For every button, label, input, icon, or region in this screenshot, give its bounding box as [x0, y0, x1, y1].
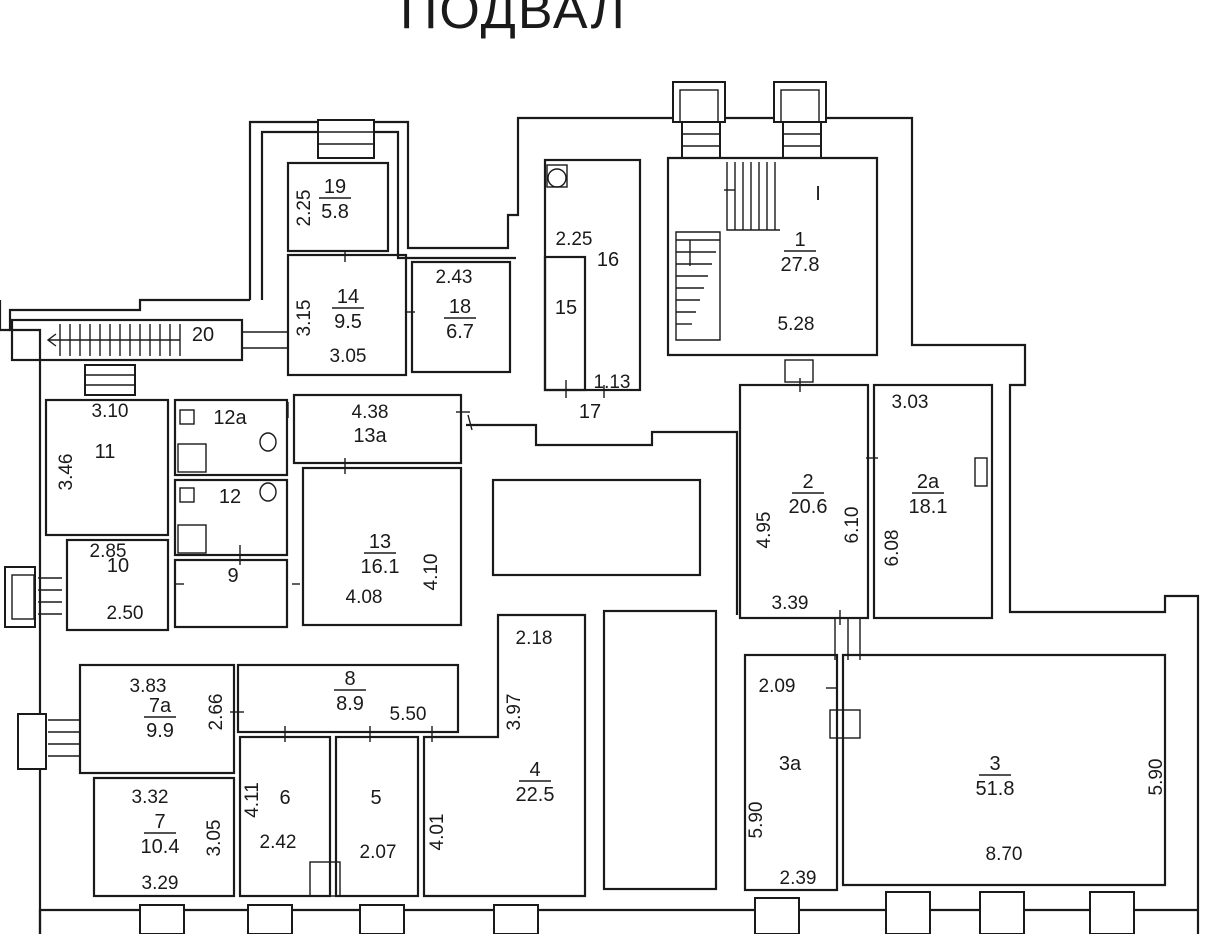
room-1-number: 1 [794, 229, 805, 251]
room-2a-number: 2a [917, 471, 940, 493]
dimension-d-1-h: 5.28 [778, 314, 815, 335]
rooms [10, 156, 1198, 934]
dimension-d-4-h: 2.18 [516, 628, 553, 649]
dimension-d-4-v2: 4.01 [427, 814, 448, 851]
dimension-d-18-h: 2.43 [436, 267, 473, 288]
room-14-area: 9.5 [334, 311, 362, 333]
room-20-number: 20 [192, 324, 214, 346]
room-12-number: 12 [219, 486, 241, 508]
room-2a-area: 18.1 [909, 496, 948, 518]
dimension-labels: 2.25 3.15 3.05 2.43 2.25 1.13 5.28 3.10 3.46 4.38… [56, 190, 1167, 894]
dimension-d-11-h: 3.10 [92, 401, 129, 422]
dimension-d-7a-h: 3.83 [130, 676, 167, 697]
room-10-number: 10 [107, 555, 129, 577]
dimension-d-6-h: 2.42 [260, 832, 297, 853]
dimension-d-13-v: 4.10 [421, 554, 442, 591]
room-13-number: 13 [369, 531, 391, 553]
dimension-d-3a-top: 2.09 [759, 676, 796, 697]
room-18-area: 6.7 [446, 321, 474, 343]
dimension-d-10-top: 2.85 [90, 541, 127, 562]
dimension-d-3a-v: 5.90 [746, 802, 767, 839]
dimension-d-5-h: 2.07 [360, 842, 397, 863]
dimension-d-2a-h: 3.03 [892, 392, 929, 413]
room-7a-number: 7a [149, 695, 172, 717]
room-6-number: 6 [279, 787, 290, 809]
room-4-number: 4 [529, 759, 540, 781]
room-15-number: 15 [555, 297, 577, 319]
dimension-d-7-v: 3.05 [204, 820, 225, 857]
room-8-number: 8 [344, 668, 355, 690]
top-entrances [317, 81, 827, 159]
room-18-number: 18 [449, 296, 471, 318]
dimension-d-14-h: 3.05 [330, 346, 367, 367]
room-8-area: 8.9 [336, 693, 364, 715]
dimension-d-7a-v: 2.66 [206, 694, 227, 731]
dimension-d-19-v: 2.25 [294, 190, 315, 227]
dimension-d-13-h: 4.08 [346, 587, 383, 608]
room-12a-number: 12a [213, 407, 247, 429]
room-2-number: 2 [802, 471, 813, 493]
room-13-area: 16.1 [361, 556, 400, 578]
room-4-area: 22.5 [516, 784, 555, 806]
dimension-d-14-v: 3.15 [294, 300, 315, 337]
room-13a-number: 13a [353, 425, 387, 447]
room-19-number: 19 [324, 176, 346, 198]
dimension-d-2-v2: 6.10 [842, 507, 863, 544]
room-labels: 1 27.8 2 20.6 2a 18.1 3 51.8 3a 4 22.5 5 6 7 10.4 7a 9.9… [95, 176, 1015, 858]
toilet-fixtures [177, 409, 277, 554]
dimension-d-6-v: 4.11 [242, 782, 263, 818]
dimension-d-7-bot: 3.29 [142, 873, 179, 894]
dimension-d-8-h: 5.50 [390, 704, 427, 725]
room-I-number: I [815, 183, 821, 205]
room-3a-number: 3a [779, 753, 802, 775]
dimension-d-3a-bot: 2.39 [780, 868, 817, 889]
dimension-d-10-bot: 2.50 [107, 603, 144, 624]
room-7a-area: 9.9 [146, 720, 174, 742]
side-entrances [4, 324, 1135, 934]
outer-walls [0, 116, 1200, 934]
door-marks [176, 251, 878, 742]
room-1-area: 27.8 [781, 254, 820, 276]
stairs-room-1 [676, 162, 780, 325]
door-mark [467, 414, 473, 431]
dimension-d-2a-v: 6.08 [882, 530, 903, 567]
room-3-area: 51.8 [976, 778, 1015, 800]
dimension-d-2-h: 3.39 [772, 593, 809, 614]
plan-title: ПОДВАЛ [400, 0, 627, 40]
dimension-d-3-h: 8.70 [986, 844, 1023, 865]
room-9-number: 9 [227, 565, 238, 587]
dimension-d-7-top: 3.32 [132, 787, 169, 808]
dimension-d-11-v: 3.46 [56, 454, 77, 491]
dimension-d-16-h: 2.25 [556, 229, 593, 250]
dimension-d-13a-h: 4.38 [352, 402, 389, 423]
dimension-d-2-v: 4.95 [754, 512, 775, 549]
room-19-area: 5.8 [321, 201, 349, 223]
dimension-d-4-v: 3.97 [504, 694, 525, 731]
room-2-area: 20.6 [789, 496, 828, 518]
room-17-number: 17 [579, 401, 601, 423]
room-14-number: 14 [337, 286, 359, 308]
dimension-d-3-v: 5.90 [1146, 759, 1167, 796]
room-7-area: 10.4 [141, 836, 180, 858]
room-11-number: 11 [95, 441, 116, 463]
room-16-number: 16 [597, 249, 619, 271]
room-5-number: 5 [370, 787, 381, 809]
dimension-d-17-h: 1.13 [594, 372, 631, 393]
room-7-number: 7 [154, 811, 165, 833]
room-3-number: 3 [989, 753, 1000, 775]
